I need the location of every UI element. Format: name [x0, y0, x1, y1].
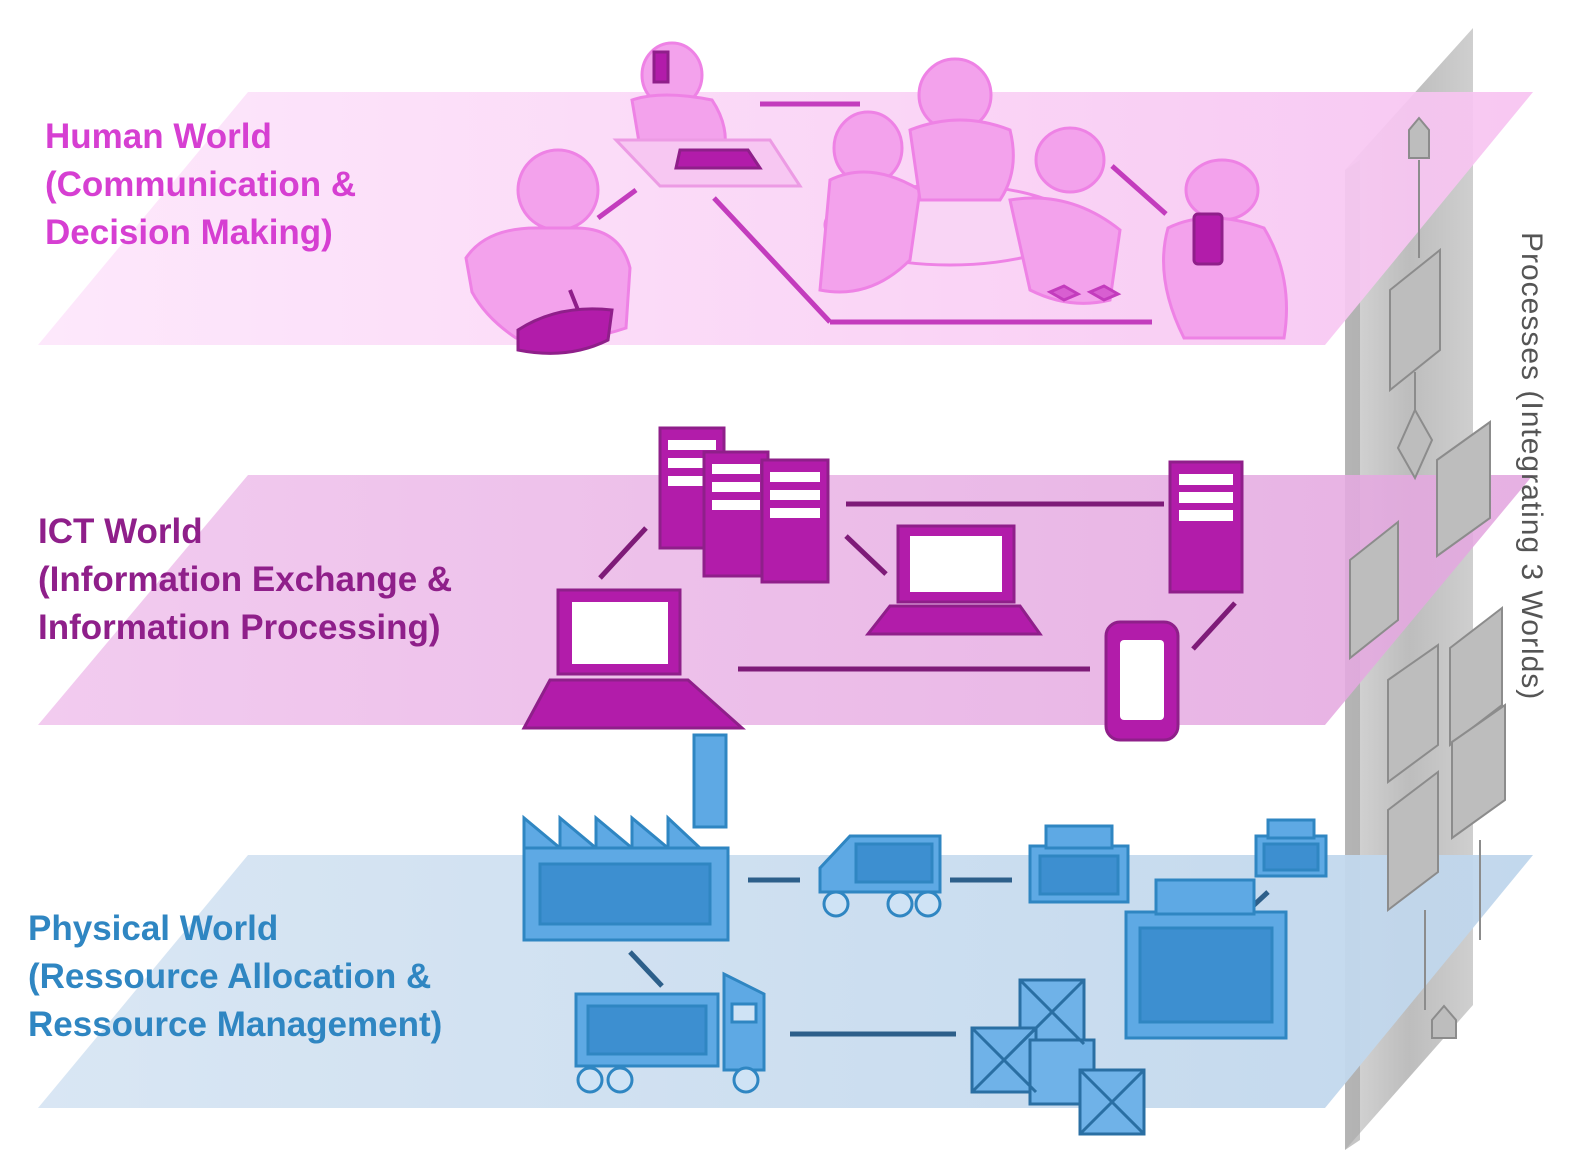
crate-stack-icon [970, 878, 1288, 1136]
physical-world-title: Physical World [28, 909, 279, 948]
flow-process-box [1387, 643, 1439, 784]
person-with-tablet-icon [464, 148, 632, 355]
person-with-phone-icon [1162, 158, 1288, 340]
flow-process-box [1349, 519, 1399, 661]
container-icon [1028, 824, 1130, 904]
laptop-icon [864, 524, 1043, 636]
container-icon [1254, 818, 1328, 878]
flow-process-box [1449, 605, 1503, 748]
flow-process-box [1451, 703, 1506, 840]
delivery-van-icon [818, 834, 942, 918]
smartphone-icon [1104, 620, 1180, 742]
human-world-subtitle-line2: Decision Making) [45, 213, 333, 252]
human-world-plane [38, 92, 1533, 345]
physical-world-icons [522, 733, 1328, 1136]
server-rack-icon [1168, 460, 1244, 594]
meeting-group-icon [818, 57, 1122, 305]
ict-world-icons [521, 426, 1244, 742]
physical-world-subtitle-line1: (Ressource Allocation & [28, 957, 432, 996]
human-world-icons [464, 41, 1288, 355]
ict-world-subtitle-line1: (Information Exchange & [38, 560, 453, 599]
laptop-icon [521, 588, 746, 730]
process-flowchart [1349, 116, 1506, 1039]
flow-process-box [1389, 247, 1441, 393]
human-world-label: Human World (Communication & Decision Ma… [45, 113, 356, 257]
human-world-title: Human World [45, 117, 272, 156]
ict-world-label: ICT World (Information Exchange & Inform… [38, 508, 452, 652]
ict-connections [598, 501, 1237, 672]
factory-icon [522, 733, 730, 942]
physical-world-subtitle-line2: Ressource Management) [28, 1005, 443, 1044]
flow-process-box [1436, 420, 1491, 558]
human-world-subtitle-line1: (Communication & [45, 165, 357, 204]
person-with-laptop-icon [612, 41, 803, 188]
server-rack-icon [658, 426, 830, 584]
flow-process-box [1387, 769, 1439, 913]
flow-decision-node [1396, 407, 1434, 481]
flow-end-node [1431, 1004, 1457, 1039]
physical-world-label: Physical World (Ressource Allocation & R… [28, 905, 442, 1049]
ict-world-subtitle-line2: Information Processing) [38, 608, 441, 647]
human-connections [596, 101, 1168, 325]
flow-start-node [1408, 116, 1430, 159]
process-panel-label: Processes (Integrating 3 Worlds) [1515, 232, 1548, 701]
ict-world-title: ICT World [38, 512, 203, 551]
truck-icon [574, 971, 766, 1094]
